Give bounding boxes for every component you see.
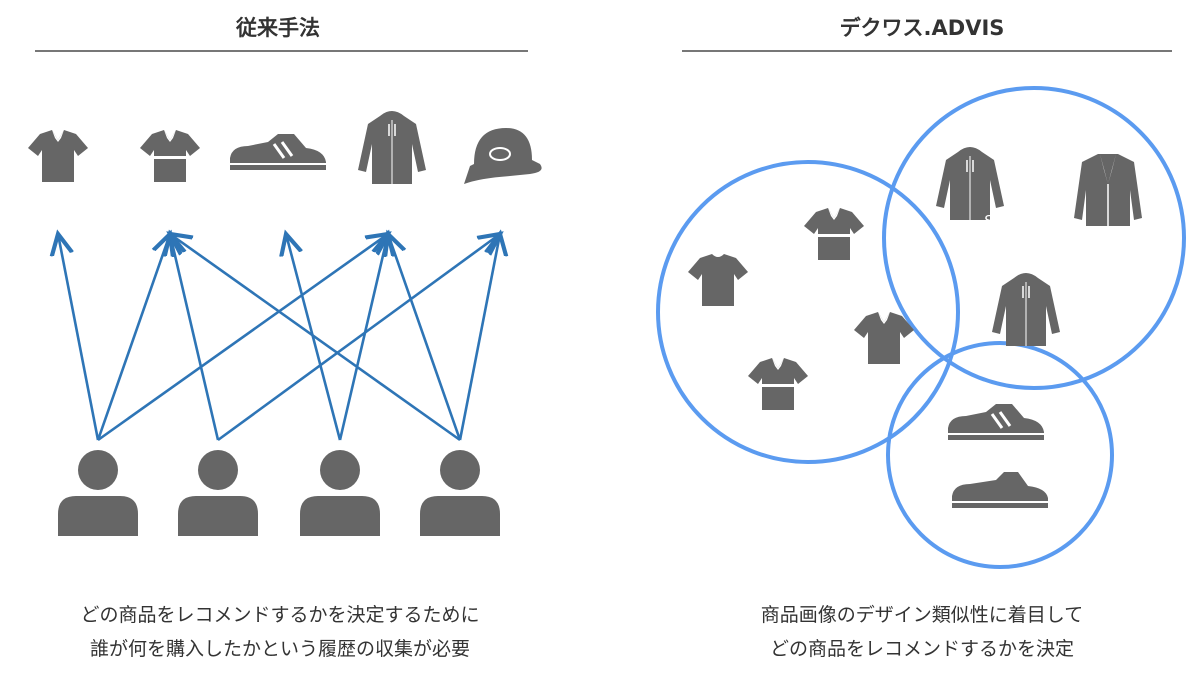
purchase-arrow bbox=[96, 234, 170, 441]
user-icon bbox=[300, 450, 380, 536]
left-divider bbox=[35, 50, 528, 52]
right-divider bbox=[682, 50, 1172, 52]
left-caption-line-2: 誰が何を購入したかという履歴の収集が必要 bbox=[89, 638, 470, 660]
shoes-cluster-circle bbox=[886, 341, 1114, 569]
polo-shirt-icon bbox=[854, 312, 914, 364]
sneaker-icon bbox=[946, 402, 1046, 442]
purchase-arrow bbox=[170, 234, 220, 441]
left-caption: どの商品をレコメンドするかを決定するために 誰が何を購入したかという履歴の収集が… bbox=[0, 598, 560, 666]
right-heading: デクワス.ADVIS bbox=[839, 16, 1005, 40]
hoodie-s-icon bbox=[935, 146, 1005, 221]
purchase-arrow bbox=[217, 234, 500, 442]
polo-shirt-icon bbox=[28, 130, 88, 182]
tshirt-icon bbox=[688, 254, 748, 306]
outerwear-cluster-circle bbox=[882, 86, 1186, 390]
sneaker-icon bbox=[228, 132, 328, 172]
hoodie-icon bbox=[357, 110, 427, 185]
purchase-arrow bbox=[58, 234, 100, 441]
right-caption: 商品画像のデザイン類似性に着目して どの商品をレコメンドするかを決定 bbox=[642, 598, 1200, 666]
left-heading: 従来手法 bbox=[236, 16, 320, 40]
purchase-arrow bbox=[388, 234, 462, 441]
user-icon bbox=[58, 450, 138, 536]
right-caption-line-2: どの商品をレコメンドするかを決定 bbox=[769, 638, 1074, 660]
hoodie-icon bbox=[991, 272, 1061, 347]
jacket-icon bbox=[1073, 153, 1143, 227]
hoodie-letter: S bbox=[984, 213, 995, 230]
purchase-arrow bbox=[97, 234, 388, 442]
user-icon bbox=[178, 450, 258, 536]
purchase-arrow bbox=[458, 234, 500, 441]
shoe-icon bbox=[951, 471, 1049, 509]
purchase-arrows bbox=[58, 234, 500, 442]
right-caption-line-1: 商品画像のデザイン類似性に着目して bbox=[760, 604, 1084, 626]
striped-polo-shirt-icon bbox=[804, 208, 864, 260]
shirts-cluster-circle bbox=[656, 160, 960, 464]
purchase-arrow bbox=[170, 234, 461, 442]
purchase-arrow bbox=[338, 234, 388, 441]
user-icon bbox=[420, 450, 500, 536]
left-caption-line-1: どの商品をレコメンドするかを決定するために bbox=[80, 604, 480, 626]
cap-icon bbox=[463, 127, 543, 185]
polo-shirt-icon bbox=[748, 358, 808, 410]
striped-polo-shirt-icon bbox=[140, 130, 200, 182]
